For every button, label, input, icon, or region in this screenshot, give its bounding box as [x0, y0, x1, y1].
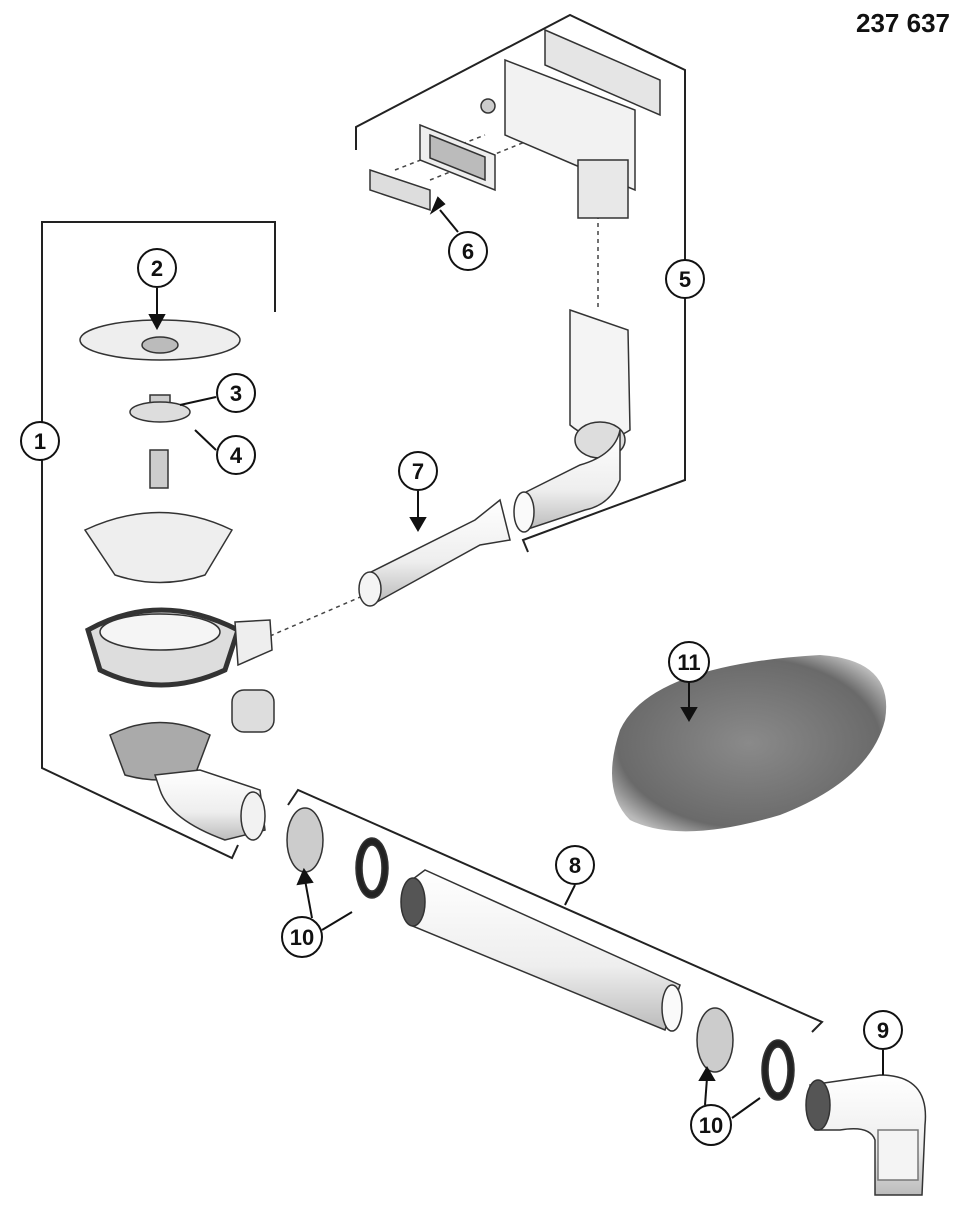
part-code: 237 637: [856, 8, 950, 38]
sealing-putty-bag: [612, 655, 887, 832]
callout-10a: 10: [281, 916, 323, 958]
svg-text:10: 10: [699, 1113, 723, 1138]
connector-pipe: [358, 498, 511, 607]
svg-text:1: 1: [34, 429, 46, 454]
svg-text:8: 8: [569, 853, 581, 878]
overflow-assembly: [504, 28, 661, 533]
callout-11: 11: [668, 641, 710, 683]
svg-text:7: 7: [412, 459, 424, 484]
svg-text:5: 5: [679, 267, 691, 292]
group-bracket-8: [287, 788, 824, 1033]
svg-text:6: 6: [462, 239, 474, 264]
callout-2: 2: [137, 248, 177, 288]
svg-text:3: 3: [230, 381, 242, 406]
callout-5: 5: [665, 259, 705, 299]
svg-text:10: 10: [290, 925, 314, 950]
group-bracket-5: [355, 13, 686, 553]
callout-7: 7: [398, 451, 438, 491]
svg-text:11: 11: [677, 650, 700, 675]
callout-8: 8: [555, 845, 595, 885]
svg-text:9: 9: [877, 1018, 889, 1043]
svg-text:4: 4: [230, 443, 243, 468]
callout-9: 9: [863, 1010, 903, 1050]
elbow-fitting: [805, 1074, 927, 1196]
callout-3: 3: [216, 373, 256, 413]
callout-1: 1: [20, 421, 60, 461]
group-bracket-1: [41, 221, 276, 860]
drain-pipe-assembly: [286, 807, 795, 1101]
callout-10b: 10: [690, 1104, 732, 1146]
callout-6: 6: [448, 231, 488, 271]
leader-arrows: [148, 196, 884, 1119]
svg-text:2: 2: [151, 256, 163, 281]
strainer-basket-assembly: [79, 319, 275, 841]
callout-4: 4: [216, 435, 256, 475]
